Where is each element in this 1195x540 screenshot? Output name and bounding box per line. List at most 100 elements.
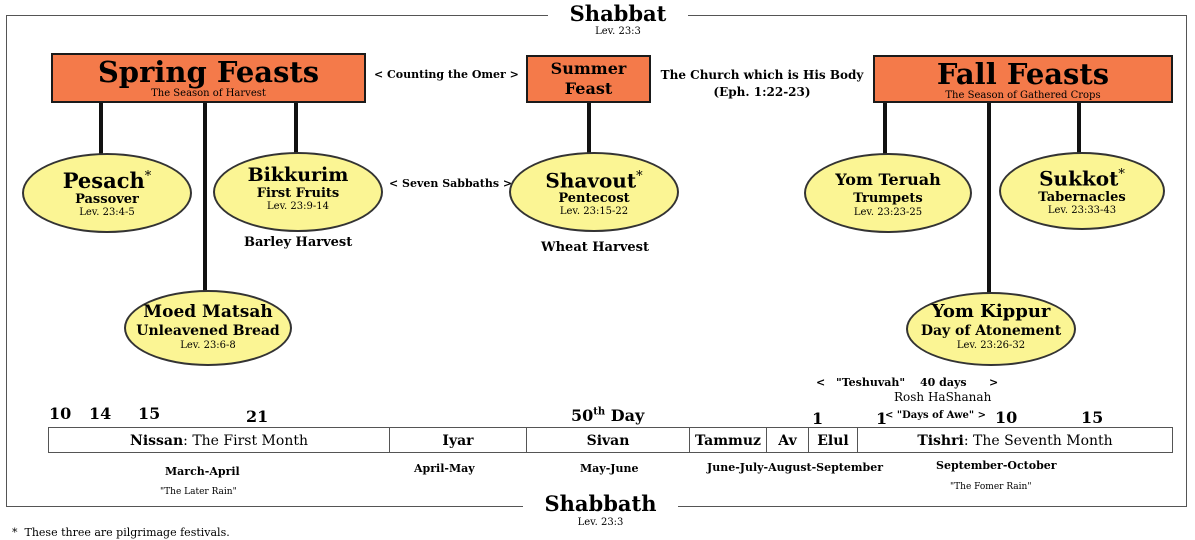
kippur-ref: Lev. 23:26-32: [956, 340, 1026, 351]
fiftieth-number: 50: [571, 406, 594, 425]
teshuvah-open: <: [816, 376, 826, 389]
wheat-harvest-label: Wheat Harvest: [541, 240, 649, 255]
barley-harvest-label: Barley Harvest: [244, 235, 353, 250]
month-iyar: Iyar: [390, 428, 527, 452]
month-sivan: Sivan: [527, 428, 690, 452]
sukkot-english: Tabernacles: [1038, 189, 1126, 205]
church-label: The Church which is His Body (Eph. 1:22-…: [652, 67, 872, 101]
season-later-rain: "The Later Rain": [160, 487, 237, 497]
sukkot-oval: Sukkot* Tabernacles Lev. 23:33-43: [999, 152, 1165, 230]
day-1-tishri: 1: [876, 409, 888, 428]
sukkot-name: Sukkot*: [1001, 164, 1163, 190]
day-15-tishri: 15: [1081, 408, 1104, 427]
church-line1: The Church which is His Body: [660, 68, 864, 82]
teruah-name: Yom Teruah: [835, 170, 941, 189]
kippur-oval: Yom Kippur Day of Atonement Lev. 23:26-3…: [906, 292, 1076, 366]
summer-feast-line2: Feast: [564, 79, 613, 98]
month-av-name: Av: [778, 433, 797, 449]
bikkurim-english: First Fruits: [256, 186, 340, 201]
month-iyar-name: Iyar: [442, 433, 474, 449]
month-tammuz: Tammuz: [690, 428, 767, 452]
month-tammuz-name: Tammuz: [695, 433, 761, 449]
shabbat-top: Shabbat Lev. 23:3: [548, 2, 688, 42]
footnote: * These three are pilgrimage festivals.: [12, 526, 230, 539]
month-tishri: Tishri: The Seventh Month: [858, 428, 1172, 452]
summer-feast-box: Summer Feast: [526, 55, 651, 103]
shavout-name-text: Shavout: [545, 168, 637, 193]
sukkot-star: *: [1118, 167, 1125, 182]
spring-feasts-title: Spring Feasts: [97, 55, 320, 89]
season-april-may: April-May: [414, 462, 475, 475]
teruah-oval: Yom Teruah Trumpets Lev. 23:23-25: [804, 153, 972, 233]
days-of-awe-label: < "Days of Awe" >: [885, 410, 986, 421]
pesach-star: *: [144, 169, 152, 184]
rosh-hashanah-label: Rosh HaShanah: [894, 390, 992, 404]
line-summer-shavout: [587, 102, 591, 156]
teshuvah-close: >: [989, 376, 999, 389]
kippur-english: Day of Atonement: [920, 323, 1062, 339]
line-spring-bikkurim: [294, 100, 298, 156]
matsah-name: Moed Matsah: [143, 302, 273, 322]
line-fall-kippur: [987, 102, 991, 296]
shavout-oval: Shavout* Pentecost Lev. 23:15-22: [509, 152, 679, 232]
bikkurim-oval: Bikkurim First Fruits Lev. 23:9-14: [213, 152, 383, 232]
matsah-oval: Moed Matsah Unleavened Bread Lev. 23:6-8: [124, 290, 292, 366]
shabbath-bottom: Shabbath Lev. 23:3: [523, 491, 678, 531]
fall-feasts-title: Fall Feasts: [936, 57, 1110, 91]
month-bar: Nissan: The First Month Iyar Sivan Tammu…: [48, 427, 1173, 453]
season-june-september: June-July-August-September: [707, 461, 883, 474]
seven-sabbaths-label: < Seven Sabbaths >: [389, 177, 513, 190]
day-10-tishri: 10: [995, 408, 1018, 427]
day-21-nissan: 21: [246, 407, 269, 426]
shabbath-ref: Lev. 23:3: [577, 517, 624, 528]
line-fall-sukkot: [1077, 102, 1081, 156]
fiftieth-word: Day: [610, 406, 645, 425]
month-tishri-name: Tishri: [917, 433, 964, 449]
month-nissan-name: Nissan: [130, 433, 184, 449]
day-1-elul: 1: [812, 409, 824, 428]
pesach-oval: Pesach* Passover Lev. 23:4-5: [22, 153, 192, 233]
shabbat-title: Shabbat: [569, 1, 667, 26]
sukkot-ref: Lev. 23:33-43: [1047, 204, 1117, 216]
season-may-june: May-June: [580, 462, 639, 475]
month-av: Av: [767, 428, 809, 452]
fiftieth-suffix: th: [593, 406, 606, 418]
month-nissan-suffix: : The First Month: [183, 433, 308, 449]
shavout-ref: Lev. 23:15-22: [559, 205, 629, 217]
pesach-name: Pesach*: [24, 165, 190, 193]
season-former-rain: "The Fomer Rain": [950, 482, 1032, 492]
month-elul: Elul: [809, 428, 858, 452]
line-fall-teruah: [883, 102, 887, 156]
shabbat-ref: Lev. 23:3: [595, 26, 641, 37]
season-march-april: March-April: [165, 465, 240, 478]
bikkurim-ref: Lev. 23:9-14: [267, 201, 329, 212]
line-spring-pesach: [99, 100, 103, 156]
day-10-nissan: 10: [49, 404, 72, 423]
fiftieth-day: 50th Day: [571, 406, 644, 425]
day-14-nissan: 14: [89, 404, 112, 423]
spring-feasts-subtitle: The Season of Harvest: [151, 88, 266, 99]
pesach-english: Passover: [75, 192, 139, 207]
teshuvah-name: "Teshuvah": [836, 376, 906, 389]
month-tishri-suffix: : The Seventh Month: [963, 433, 1113, 449]
matsah-english: Unleavened Bread: [136, 323, 280, 339]
kippur-name: Yom Kippur: [931, 301, 1051, 322]
day-15-nissan: 15: [138, 404, 161, 423]
matsah-ref: Lev. 23:6-8: [180, 340, 236, 351]
pesach-ref: Lev. 23:4-5: [79, 207, 135, 218]
shabbath-title: Shabbath: [544, 491, 657, 516]
line-spring-matsah: [203, 100, 207, 296]
church-line2: (Eph. 1:22-23): [713, 85, 811, 99]
spring-feasts-box: Spring Feasts The Season of Harvest: [51, 53, 366, 103]
shavout-star: *: [636, 169, 643, 184]
teshuvah-days: 40 days: [920, 376, 967, 389]
shavout-name: Shavout*: [511, 166, 677, 192]
pesach-name-text: Pesach: [62, 168, 145, 193]
month-nissan: Nissan: The First Month: [49, 428, 390, 452]
month-elul-name: Elul: [817, 433, 849, 449]
counting-omer-label: < Counting the Omer >: [374, 68, 519, 81]
fall-feasts-subtitle: The Season of Gathered Crops: [945, 90, 1101, 101]
summer-feast-line1: Summer: [550, 59, 627, 78]
teruah-english: Trumpets: [853, 191, 923, 206]
sukkot-name-text: Sukkot: [1039, 166, 1119, 191]
